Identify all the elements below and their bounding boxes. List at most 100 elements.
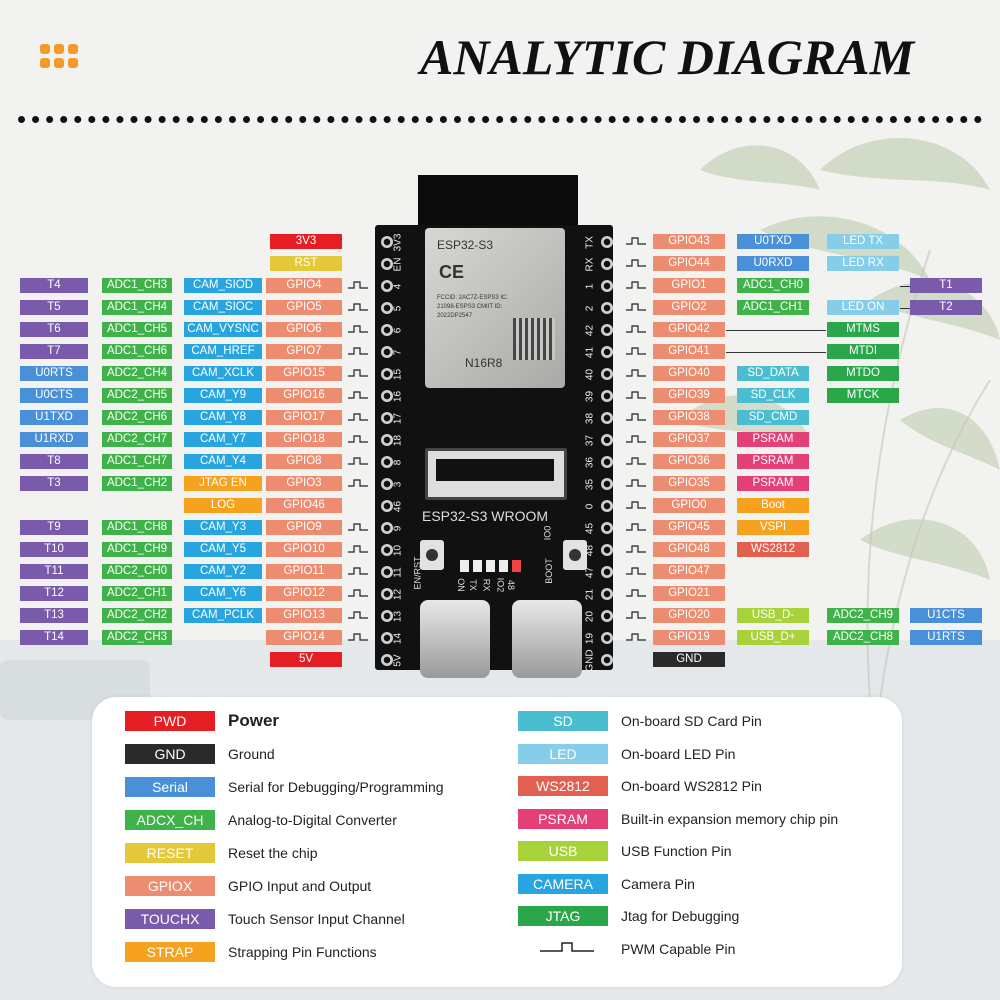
boot-button[interactable] xyxy=(563,540,587,570)
header-pin xyxy=(381,588,393,600)
pin-tag-left: ADC1_CH2 xyxy=(102,476,172,491)
legend-tag: Serial xyxy=(125,777,215,797)
led-label: RX xyxy=(481,578,492,592)
pin-tag-left: GPIO12 xyxy=(266,586,342,601)
pin-tag-right: LED ON xyxy=(827,300,899,315)
pwm-wave-icon xyxy=(626,611,646,619)
module-name: ESP32-S3 xyxy=(437,238,494,252)
pin-tag-left: ADC2_CH3 xyxy=(102,630,172,645)
header-pin xyxy=(601,390,613,402)
pwm-wave-icon xyxy=(626,281,646,289)
pwm-wave-icon xyxy=(626,501,646,509)
pin-tag-right: WS2812 xyxy=(737,542,809,557)
pin-tag-left: T7 xyxy=(20,344,88,359)
connector-line xyxy=(900,308,910,309)
pin-tag-left: ADC1_CH9 xyxy=(102,542,172,557)
led-label: TX xyxy=(467,579,478,591)
pin-number-right: 40 xyxy=(584,368,596,381)
pwm-wave-icon xyxy=(348,523,368,531)
pin-tag-right: GPIO47 xyxy=(653,564,725,579)
header-pin xyxy=(381,390,393,402)
legend-tag: SD xyxy=(518,711,608,731)
pin-tag-right: GPIO42 xyxy=(653,322,725,337)
led-label: ON xyxy=(455,578,466,592)
header-pin xyxy=(381,500,393,512)
pin-number-left: 14 xyxy=(392,632,404,645)
pin-number-right: 41 xyxy=(584,346,596,359)
pin-tag-left: GPIO15 xyxy=(266,366,342,381)
pin-tag-left: T6 xyxy=(20,322,88,337)
legend-description: On-board LED Pin xyxy=(621,745,736,762)
pin-tag-left: U0CTS xyxy=(20,388,88,403)
header-pin xyxy=(381,236,393,248)
pin-tag-left: CAM_Y4 xyxy=(184,454,262,469)
io0-label: IO0 xyxy=(542,525,553,541)
legend-description: PWM Capable Pin xyxy=(621,940,736,957)
pin-number-right: 20 xyxy=(584,610,596,623)
pin-tag-right: LED TX xyxy=(827,234,899,249)
usb-c-port-icon xyxy=(420,600,490,678)
pin-tag-left: GPIO7 xyxy=(266,344,342,359)
pin-tag-left: GPIO9 xyxy=(266,520,342,535)
dotted-divider xyxy=(18,116,982,133)
pin-number-left: 7 xyxy=(392,349,404,356)
pin-tag-right: GND xyxy=(653,652,725,667)
header-pin xyxy=(601,566,613,578)
pin-tag-right: ADC1_CH0 xyxy=(737,278,809,293)
pin-number-left: 18 xyxy=(392,434,404,447)
legend-tag: STRAP xyxy=(125,942,215,962)
pwm-wave-icon xyxy=(348,479,368,487)
boot-label: BOOT xyxy=(543,558,554,584)
pin-tag-right: GPIO48 xyxy=(653,542,725,557)
pwm-wave-icon xyxy=(626,347,646,355)
header-pin xyxy=(601,632,613,644)
pin-tag-left: CAM_Y8 xyxy=(184,410,262,425)
pin-tag-left: CAM_Y7 xyxy=(184,432,262,447)
pwm-wave-icon xyxy=(626,413,646,421)
header-pin xyxy=(381,302,393,314)
status-led xyxy=(499,560,508,572)
header-pin xyxy=(601,368,613,380)
header-pin xyxy=(381,412,393,424)
pin-number-left: 3V3 xyxy=(392,233,404,252)
pin-tag-left: CAM_Y3 xyxy=(184,520,262,535)
pin-tag-right: SD_DATA xyxy=(737,366,809,381)
pin-tag-left: ADC1_CH4 xyxy=(102,300,172,315)
board-label: ESP32-S3 WROOM xyxy=(422,508,549,524)
legend-tag: PWD xyxy=(125,711,215,731)
pin-number-left: 5 xyxy=(392,305,404,312)
pin-tag-right: MTDO xyxy=(827,366,899,381)
header-pin xyxy=(601,456,613,468)
pin-tag-left: ADC2_CH7 xyxy=(102,432,172,447)
pin-tag-left: T3 xyxy=(20,476,88,491)
legend-description: Power xyxy=(228,711,280,730)
header-pin xyxy=(601,544,613,556)
header-pin xyxy=(601,324,613,336)
pwm-wave-icon xyxy=(348,391,368,399)
header-pin xyxy=(601,280,613,292)
pin-tag-left: GPIO13 xyxy=(266,608,342,623)
pwm-wave-icon xyxy=(348,435,368,443)
pin-tag-left: ADC1_CH7 xyxy=(102,454,172,469)
legend-tag: GND xyxy=(125,744,215,764)
pwm-wave-icon xyxy=(626,391,646,399)
pin-tag-left: ADC2_CH2 xyxy=(102,608,172,623)
pin-tag-right: T1 xyxy=(910,278,982,293)
legend-tag: WS2812 xyxy=(518,776,608,796)
pin-tag-right: GPIO21 xyxy=(653,586,725,601)
pin-tag-rst: RST xyxy=(270,256,342,271)
header-pin xyxy=(381,522,393,534)
pin-number-left: 4 xyxy=(392,283,404,290)
qr-code-icon xyxy=(513,318,555,360)
pin-number-right: TX xyxy=(584,236,596,249)
header-pin xyxy=(381,632,393,644)
pin-tag-left: CAM_PCLK xyxy=(184,608,262,623)
pwm-wave-icon xyxy=(626,457,646,465)
pwm-wave-icon xyxy=(626,237,646,245)
pwm-wave-icon xyxy=(626,435,646,443)
pin-tag-left: CAM_VYSNC xyxy=(184,322,262,337)
legend-description: Touch Sensor Input Channel xyxy=(228,911,405,927)
en-rst-button[interactable] xyxy=(420,540,444,570)
pin-tag-right: GPIO45 xyxy=(653,520,725,535)
pin-tag-right: Boot xyxy=(737,498,809,513)
